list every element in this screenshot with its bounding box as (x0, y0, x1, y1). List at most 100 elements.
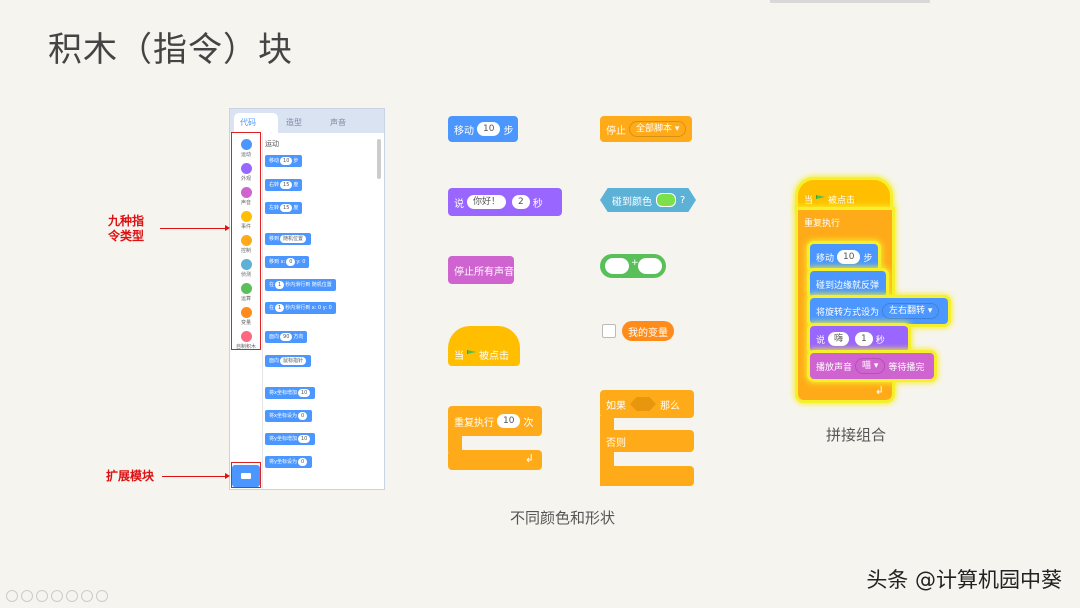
category-looks-label: 外观 (240, 176, 251, 182)
combo-bounce-label: 碰到边缘就反弹 (816, 280, 880, 291)
repeat-count-input[interactable]: 10 (497, 414, 521, 428)
palette-block-value[interactable]: 15 (280, 204, 293, 212)
category-looks-dot (240, 163, 252, 174)
combo-rotation-block[interactable]: 将旋转方式设为左右翻转 ▾ (810, 298, 948, 324)
category-events[interactable]: 事件 (230, 211, 262, 230)
say-text-input[interactable]: 你好！ (467, 195, 507, 209)
say-label: 说 (454, 198, 464, 210)
else-section: 否则 (600, 430, 694, 452)
palette-block-value[interactable]: 0 (297, 412, 308, 420)
prev-slide-icon[interactable] (6, 590, 18, 602)
combo-say-suffix: 秒 (875, 335, 885, 346)
and-left-slot[interactable] (605, 258, 629, 274)
tab-sounds[interactable]: 声音 (324, 113, 366, 133)
top-bar-decoration (770, 0, 930, 3)
category-variables-dot (240, 307, 252, 318)
palette-block-value[interactable]: 0 (297, 458, 308, 466)
and-right-slot[interactable] (638, 258, 662, 274)
say-seconds-input[interactable]: 2 (512, 195, 530, 209)
stop-all-sounds-block[interactable]: 停止所有声音 (448, 256, 514, 284)
and-operator-block[interactable]: + (600, 254, 666, 278)
palette-block-value[interactable]: 1 (275, 281, 285, 289)
category-sound-dot (240, 187, 252, 198)
palette-block-suffix: y: 0 (296, 259, 306, 265)
combo-rotation-dropdown[interactable]: 左右翻转 ▾ (882, 303, 940, 319)
green-flag-icon (467, 350, 476, 354)
palette-scrollbar[interactable] (377, 139, 381, 179)
zoom-icon[interactable] (81, 590, 93, 602)
category-my-blocks[interactable]: 自制积木 (230, 331, 262, 350)
category-sound[interactable]: 声音 (230, 187, 262, 206)
combo-bounce-block[interactable]: 碰到边缘就反弹 (810, 271, 886, 297)
palette-block[interactable]: 面向鼠标指针 (265, 355, 312, 367)
play-icon[interactable] (21, 590, 33, 602)
palette-block-value[interactable]: 10 (280, 157, 293, 165)
stop-option-dropdown[interactable]: 全部脚本 ▾ (629, 121, 687, 137)
combo-sound-dropdown[interactable]: 喵 ▾ (855, 358, 886, 374)
extension-button[interactable] (232, 465, 260, 487)
my-variable-reporter[interactable]: 我的变量 (622, 321, 674, 341)
combo-when-flag-block[interactable]: 当被点击 (798, 180, 890, 210)
if-else-block[interactable]: 如果那么 否则 (600, 390, 694, 486)
combo-sound-block[interactable]: 播放声音喵 ▾等待播完 (810, 353, 934, 379)
category-sensing[interactable]: 侦测 (230, 259, 262, 278)
palette-block-value[interactable]: 10 (297, 435, 311, 443)
touching-color-block[interactable]: 碰到颜色? (600, 188, 696, 212)
combo-forever-label: 重复执行 (804, 219, 841, 229)
category-variables[interactable]: 变量 (230, 307, 262, 326)
palette-block-text: 左转 (269, 205, 280, 211)
combine-caption: 拼接组合 (826, 426, 887, 444)
palette-block-value[interactable]: 90 (280, 333, 293, 341)
palette-block[interactable]: 移到随机位置 (265, 233, 312, 245)
palette-tabs: 代码 造型 声音 (230, 109, 384, 133)
stop-block[interactable]: 停止全部脚本 ▾ (600, 116, 692, 142)
category-control[interactable]: 控制 (230, 235, 262, 254)
palette-block-value[interactable]: 1 (275, 304, 285, 312)
more-icon[interactable] (96, 590, 108, 602)
next-slide-icon[interactable] (36, 590, 48, 602)
palette-block-value[interactable]: 随机位置 (280, 235, 307, 243)
category-motion[interactable]: 运动 (230, 139, 262, 158)
slides-icon[interactable] (66, 590, 78, 602)
when-flag-clicked-block[interactable]: 当被点击 (448, 326, 520, 366)
tab-costumes[interactable]: 造型 (280, 113, 322, 133)
palette-block-value[interactable]: 15 (280, 181, 293, 189)
palette-block-value[interactable]: 鼠标指针 (280, 357, 307, 365)
palette-block-text: 移到 (269, 236, 280, 242)
palette-block-text: 将x坐标设为 (269, 413, 297, 419)
combo-say-text-input[interactable]: 嗨 (828, 332, 850, 346)
repeat-label: 重复执行 (454, 417, 494, 429)
combo-say-seconds-input[interactable]: 1 (855, 332, 873, 346)
variable-checkbox[interactable] (602, 324, 616, 338)
color-swatch[interactable] (656, 193, 676, 207)
condition-slot[interactable] (630, 397, 656, 411)
combo-sound-option: 喵 (862, 361, 872, 371)
move-steps-input[interactable]: 10 (477, 122, 501, 136)
tab-code-label: 代码 (240, 118, 256, 127)
combo-move-steps-input[interactable]: 10 (837, 250, 861, 264)
category-looks[interactable]: 外观 (230, 163, 262, 182)
pen-icon[interactable] (51, 590, 63, 602)
category-operators[interactable]: 运算 (230, 283, 262, 302)
when-flag-prefix: 当 (454, 350, 464, 362)
category-variables-label: 变量 (240, 320, 251, 326)
tab-code[interactable]: 代码 (234, 113, 278, 133)
palette-block-value[interactable]: 10 (297, 389, 311, 397)
palette-block-value[interactable]: 0 (286, 258, 296, 266)
